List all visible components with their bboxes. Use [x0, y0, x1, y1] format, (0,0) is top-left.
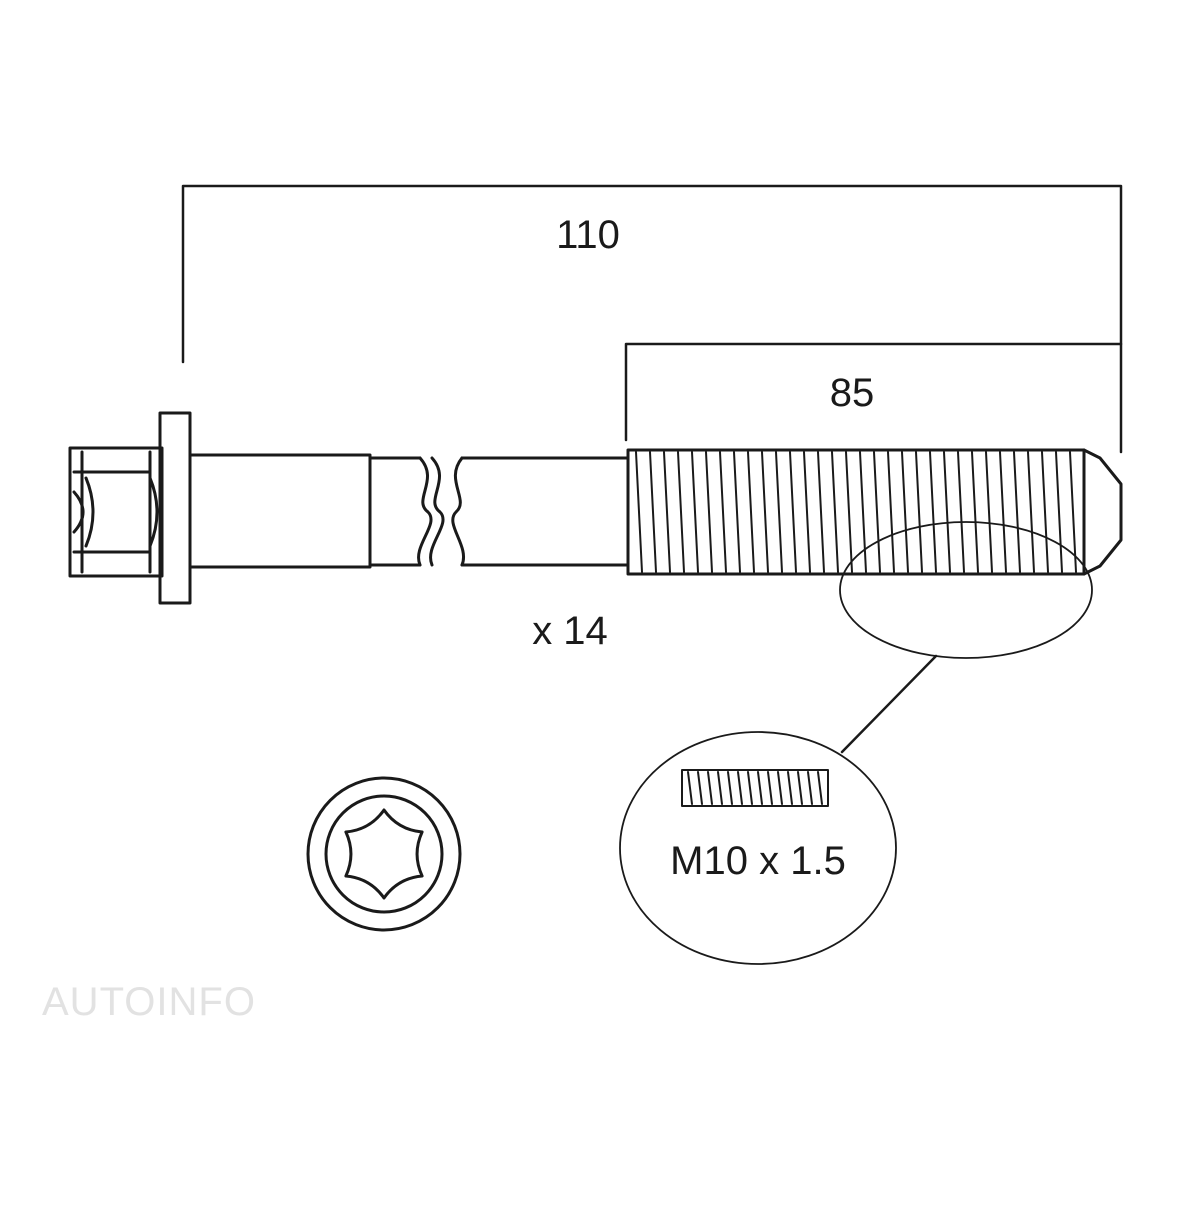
overall-length-bracket: [181, 184, 1123, 454]
watermark-logo: AUTOINFO: [42, 980, 256, 1024]
detail-callout-ellipse: [619, 731, 897, 965]
thread-spec-label: M10 x 1.5: [670, 839, 846, 883]
bolt-head: [68, 411, 192, 605]
detail-source-ellipse: [839, 521, 1093, 659]
torx-icon: [306, 776, 462, 932]
thread-detail-icon: [681, 769, 829, 807]
thread-length-label: 85: [830, 371, 875, 415]
watermark-text: AUTOINFO: [42, 980, 256, 1024]
thread-lines: [635, 451, 1077, 573]
quantity-label: x 14: [532, 609, 608, 653]
overall-length-label: 110: [556, 213, 620, 257]
thread-length-bracket: [624, 342, 1123, 442]
bolt-shank: [188, 453, 630, 569]
bolt-threads: [626, 448, 1123, 576]
detail-leader-line: [840, 654, 938, 754]
